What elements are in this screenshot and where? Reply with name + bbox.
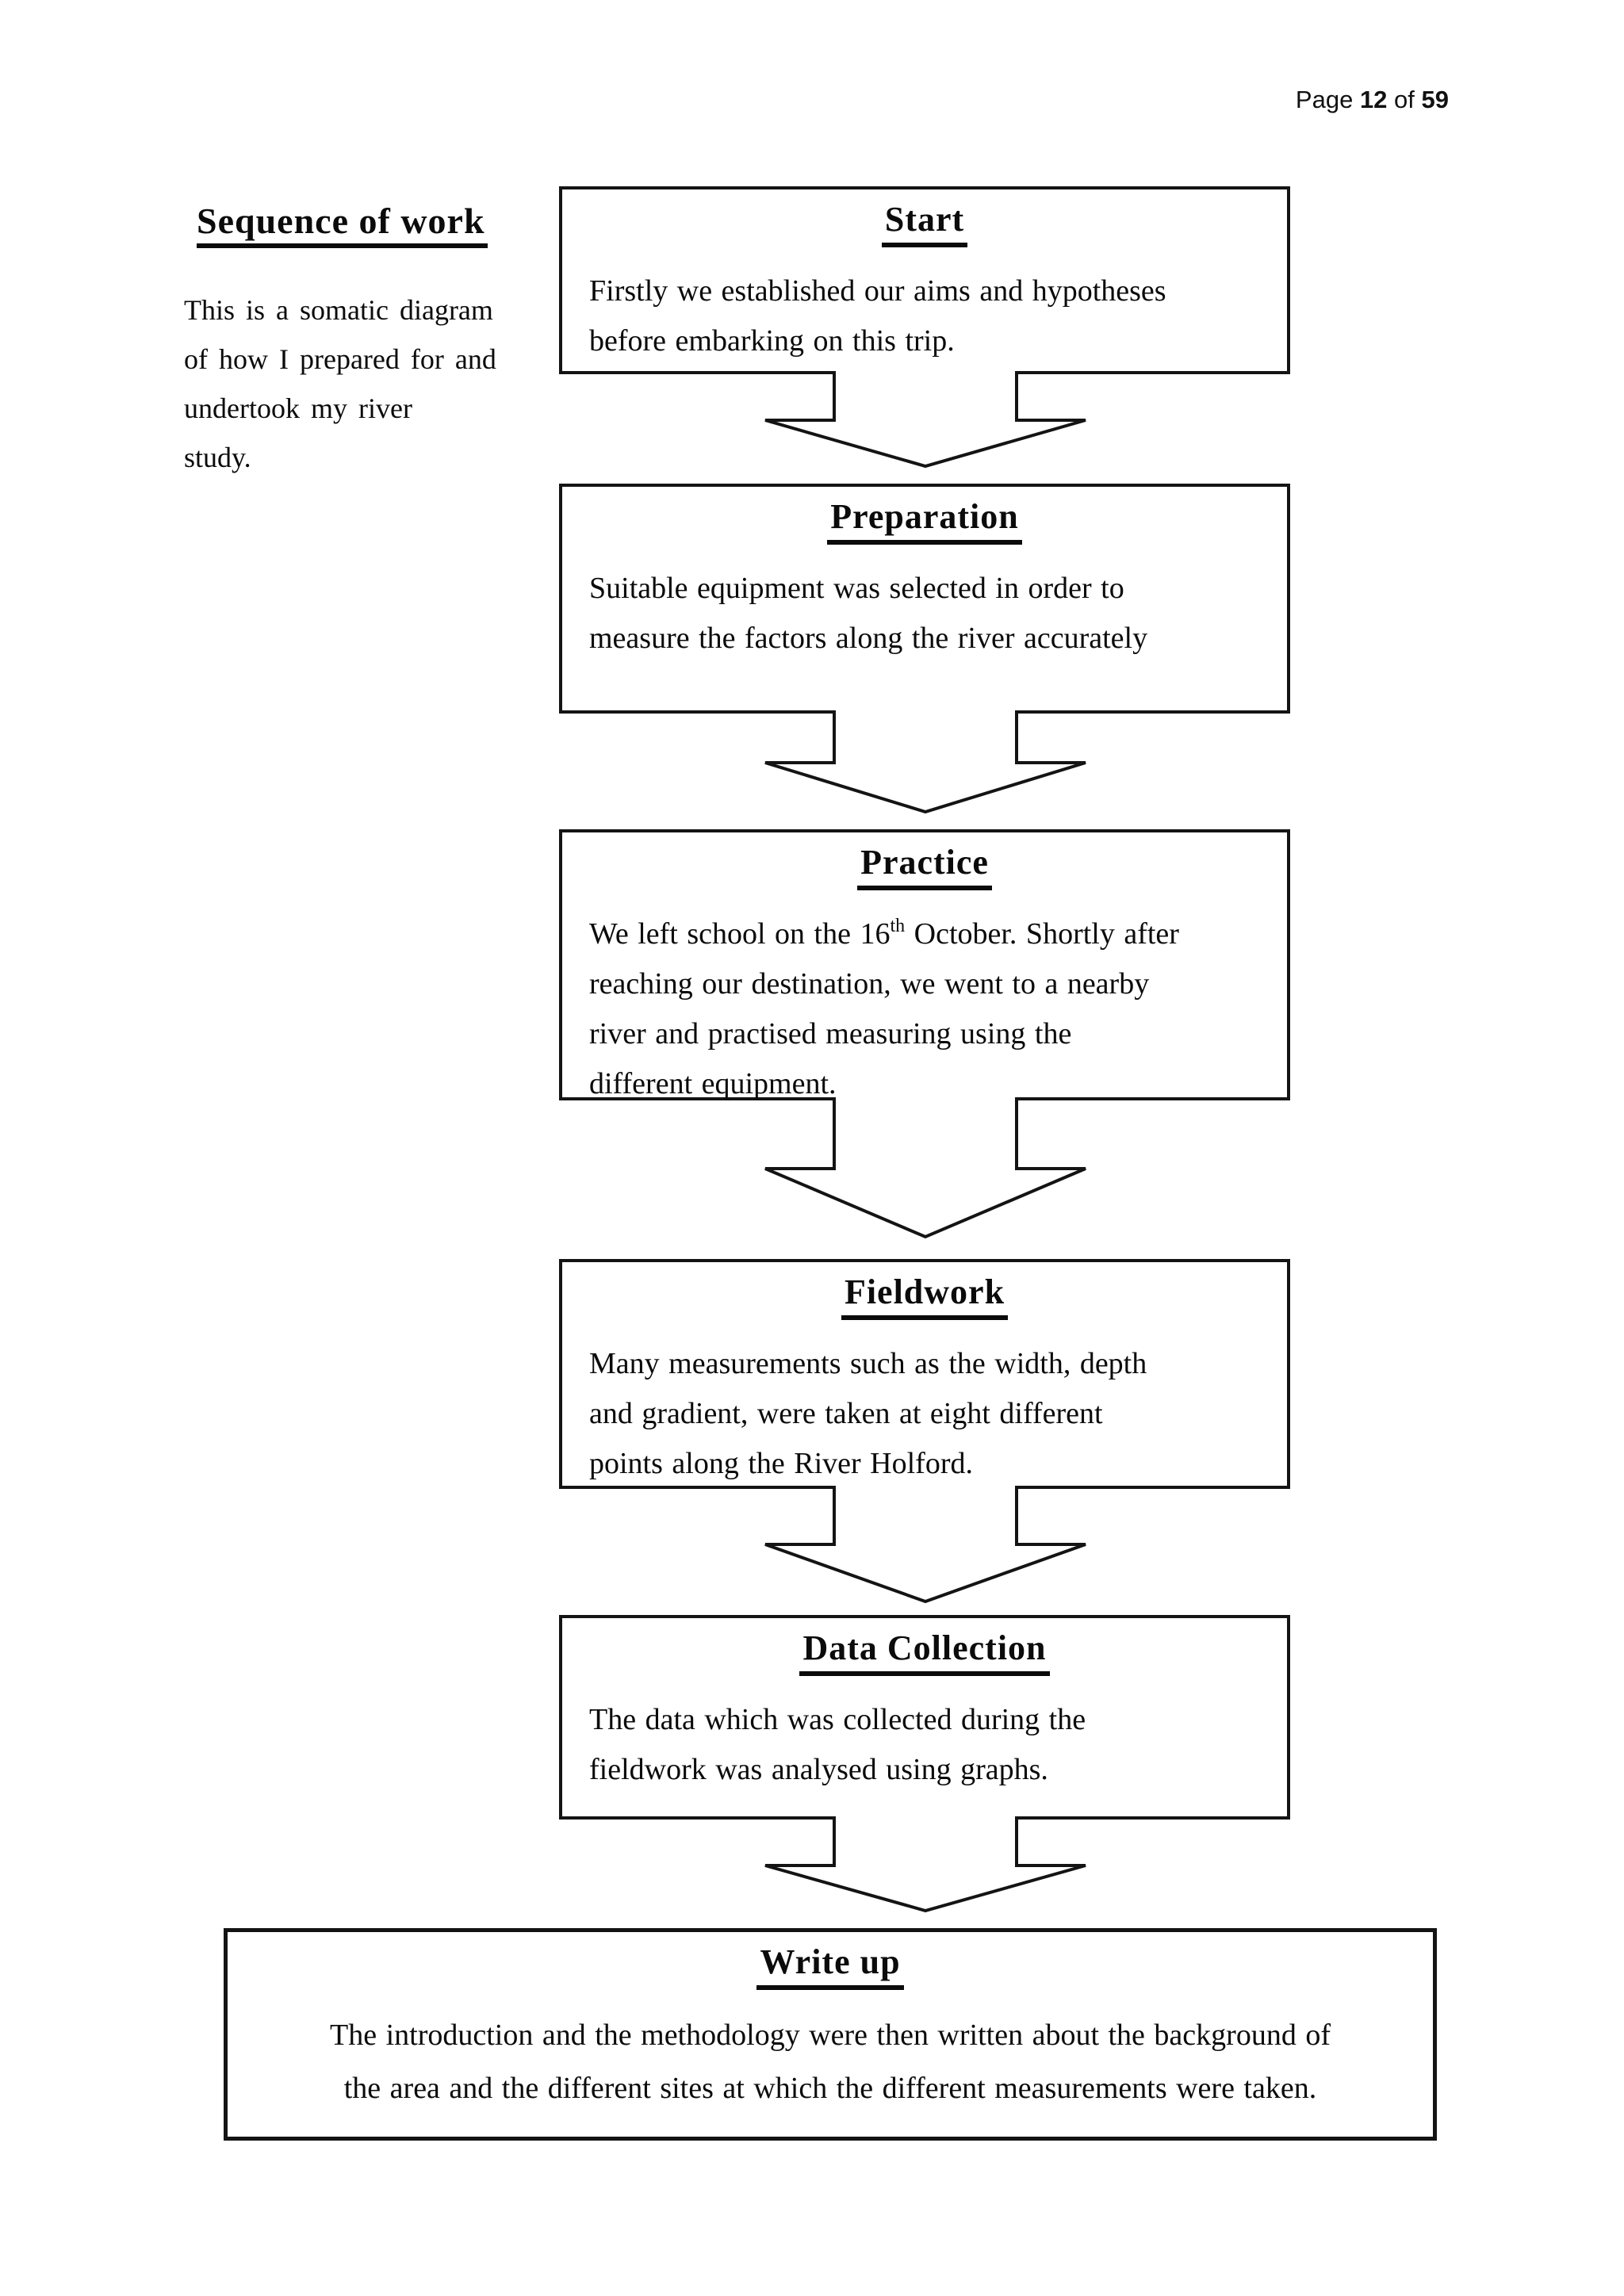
down-arrow-3 <box>764 1097 1086 1239</box>
page-header-current: 12 <box>1359 86 1388 113</box>
flow-box-data-collection: Data Collection The data which was colle… <box>559 1615 1290 1820</box>
down-arrow-2 <box>764 710 1086 814</box>
page-header-total: 59 <box>1421 86 1449 113</box>
page-header-separator: of <box>1387 86 1422 113</box>
practice-date-superscript: th <box>890 916 906 936</box>
flow-box-fieldwork: Fieldwork Many measurements such as the … <box>559 1259 1290 1489</box>
flow-box-practice-body: We left school on the 16th October. Shor… <box>562 909 1287 1109</box>
down-arrow-1 <box>764 371 1086 469</box>
flow-box-practice-title: Practice <box>857 842 992 890</box>
page-header-prefix: Page <box>1295 86 1360 113</box>
flow-box-data-collection-title: Data Collection <box>799 1628 1050 1676</box>
practice-body-text-rest: October. Shortly after reaching our dest… <box>589 917 1179 1100</box>
flow-box-start: Start Firstly we established our aims an… <box>559 186 1290 374</box>
flow-box-fieldwork-title: Fieldwork <box>841 1272 1009 1320</box>
flow-box-fieldwork-body: Many measurements such as the width, dep… <box>589 1347 1147 1480</box>
flow-box-preparation-body: Suitable equipment was selected in order… <box>589 572 1148 655</box>
flow-box-preparation-title: Preparation <box>827 496 1022 545</box>
flow-box-write-up-title: Write up <box>756 1942 904 1990</box>
flow-box-preparation: Preparation Suitable equipment was selec… <box>559 484 1290 714</box>
flow-box-practice: Practice We left school on the 16th Octo… <box>559 829 1290 1100</box>
flow-box-start-body: Firstly we established our aims and hypo… <box>589 274 1166 358</box>
flow-box-data-collection-body: The data which was collected during the … <box>589 1703 1086 1786</box>
page-number-header: Page 12 of 59 <box>1296 86 1449 114</box>
flow-box-write-up-body: The introduction and the methodology wer… <box>330 2019 1331 2105</box>
flow-box-start-title: Start <box>881 199 968 247</box>
diagram-description: This is a somatic diagram of how I prepa… <box>184 294 496 473</box>
down-arrow-4 <box>764 1486 1086 1604</box>
down-arrow-5 <box>764 1816 1086 1913</box>
diagram-title-text: Sequence of work <box>197 200 488 248</box>
flow-box-write-up: Write up The introduction and the method… <box>224 1928 1437 2141</box>
practice-body-text: We left school on the 16 <box>589 917 891 951</box>
diagram-title: Sequence of work <box>197 200 488 248</box>
